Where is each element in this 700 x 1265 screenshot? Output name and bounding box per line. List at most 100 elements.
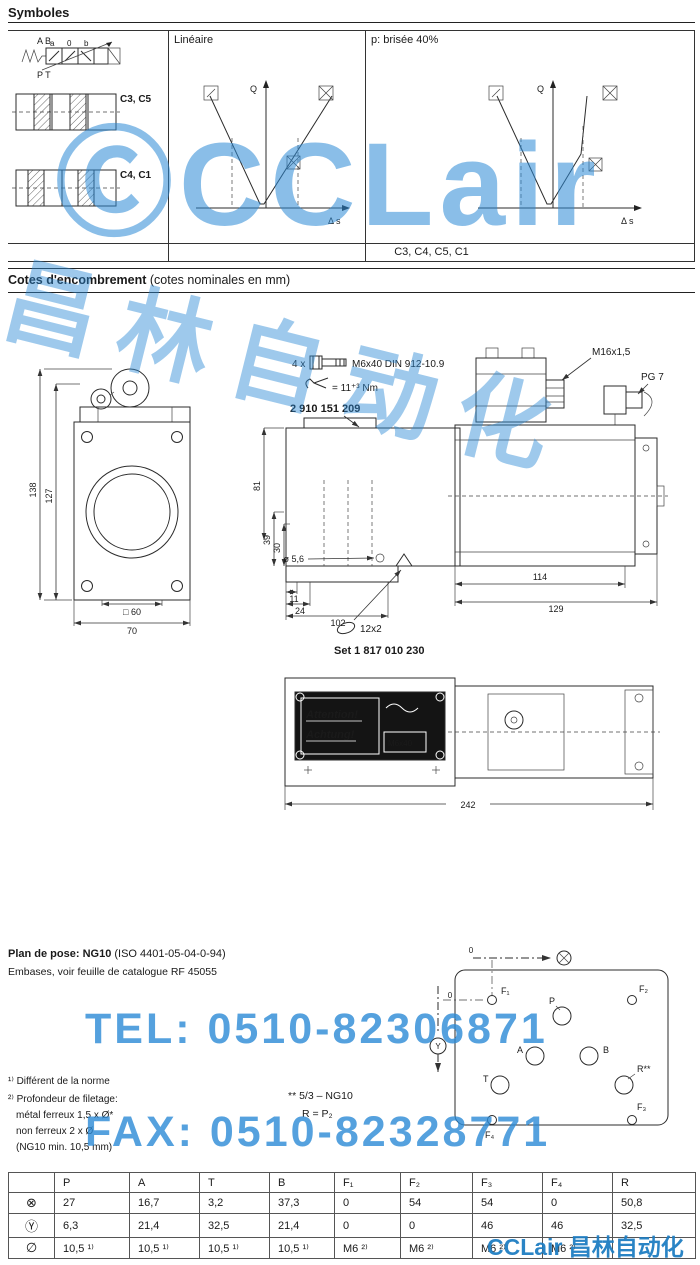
divider	[8, 292, 695, 293]
bolt-order-number: 2 910 151 209	[290, 403, 360, 415]
ports-bottom-label: P T	[37, 70, 51, 80]
symbols-table: Linéaire p: brisée 40% C3, C4, C5, C1 A …	[8, 30, 695, 262]
box-a-label: a	[50, 39, 55, 48]
box-0-label: 0	[67, 39, 72, 48]
footnote-2-line2: non ferreux 2 x Ø	[16, 1126, 94, 1137]
cell: 32,5	[199, 1213, 270, 1238]
footnote-2-title: ²⁾ Profondeur de filetage:	[8, 1094, 118, 1105]
port-t-label: T	[483, 1074, 489, 1084]
cell: 32,5	[612, 1213, 696, 1238]
solenoid-view-drawing: 114 129	[448, 347, 668, 614]
cell: 3,2	[199, 1192, 270, 1214]
row-label-x: ⊗	[8, 1192, 55, 1214]
dimension-drawings: 4 x M6x40 DIN 912-10.9 = 11⁺³ Nm 2 910 1…	[28, 347, 668, 810]
cell: 37,3	[269, 1192, 335, 1214]
dim-114: 114	[533, 572, 547, 582]
cell: 0	[334, 1192, 401, 1214]
mounting-pattern-drawing: 0 0 Y F₁ F₂ P A B T R** F₃ F₄	[429, 946, 669, 1140]
header-b: B	[269, 1172, 335, 1193]
dim-60: □ 60	[123, 607, 141, 617]
header-f1: F₁	[334, 1172, 401, 1193]
cell: 27	[54, 1192, 130, 1214]
table-header-row: P A T B F₁ F₂ F₃ F₄ R	[8, 1172, 696, 1193]
dim-102: 102	[330, 618, 345, 628]
footnote-2-line1: métal ferreux 1,5 x Ø*	[16, 1110, 114, 1121]
header-t: T	[199, 1172, 270, 1193]
divider	[168, 30, 169, 262]
dim-5-6: ø 5,6	[283, 554, 304, 564]
port-r-label: R**	[637, 1064, 651, 1074]
divider	[8, 22, 695, 23]
bottom-assembly-view: Attention! Achtung! M6x40 242	[284, 677, 660, 810]
note-r-p2: R = P₂	[302, 1108, 333, 1120]
header-f2: F₂	[400, 1172, 473, 1193]
dim-39: 39	[262, 535, 272, 545]
dim-138: 138	[28, 482, 38, 497]
plate-bolt-label: M6x40	[388, 739, 413, 748]
cotes-section-title: Cotes d'encombrement (cotes nominales en…	[8, 273, 290, 287]
y-axis-symbol: Y	[435, 1042, 441, 1051]
divider	[8, 268, 695, 269]
dim-11: 11	[289, 594, 298, 604]
port-f3-label: F₃	[637, 1102, 646, 1112]
footnote-1: ¹⁾ Différent de la norme	[8, 1076, 110, 1087]
cell: 16,7	[129, 1192, 200, 1214]
cell: M6 ²⁾	[400, 1237, 473, 1259]
bolt-qty-label: 4 x	[292, 359, 305, 370]
cell: 21,4	[129, 1213, 200, 1238]
bolt-callout: 4 x M6x40 DIN 912-10.9 = 11⁺³ Nm 2 910 1…	[290, 355, 445, 428]
cotes-title-bold: Cotes d'encombrement	[8, 273, 147, 287]
box-b-label: b	[84, 39, 89, 48]
side-view-drawing: 81 39 30 ø 5,6 11 24 102 12x2 Set	[252, 417, 461, 657]
s-axis-label: Δ s	[328, 216, 341, 226]
cell: M6 ²⁾	[334, 1237, 401, 1259]
broken-characteristic-graph: Q Δ s	[478, 80, 642, 226]
dim-242: 242	[460, 800, 475, 810]
plan-section-title: Plan de pose: NG10 (ISO 4401-05-04-0-94)	[8, 948, 226, 960]
front-view-drawing: 138 127 □ 60 70	[28, 368, 191, 636]
row-label-y: Ⓨ	[8, 1213, 55, 1238]
bolt-spec-label: M6x40 DIN 912-10.9	[352, 359, 445, 370]
dim-81: 81	[252, 481, 262, 491]
cell: 0	[334, 1213, 401, 1238]
header-r: R	[612, 1172, 696, 1193]
spool-section-c4c1	[12, 169, 120, 207]
port-f2-label: F₂	[639, 984, 648, 994]
port-f4-label: F₄	[485, 1130, 494, 1140]
cell: 10,5 ¹⁾	[199, 1237, 270, 1259]
table-row-y: Ⓨ 6,3 21,4 32,5 21,4 0 0 46 46 32,5	[8, 1213, 696, 1238]
cell: 10,5 ¹⁾	[269, 1237, 335, 1259]
row-label-diameter: ∅	[8, 1237, 55, 1259]
mounting-dimensions-table: P A T B F₁ F₂ F₃ F₄ R ⊗ 27 16,7 3,2 37,3…	[8, 1172, 696, 1259]
cotes-title-normal: (cotes nominales en mm)	[146, 273, 291, 287]
cell: 0	[400, 1213, 473, 1238]
cell: 46	[472, 1213, 543, 1238]
y-zero-label: 0	[448, 991, 453, 1000]
dim-30: 30	[272, 543, 282, 553]
symbols-footer-label: C3, C4, C5, C1	[394, 246, 469, 258]
cell: 21,4	[269, 1213, 335, 1238]
cell: 10,5 ¹⁾	[54, 1237, 130, 1259]
cell: 46	[542, 1213, 613, 1238]
dim-70: 70	[127, 626, 137, 636]
seal-set-number: Set 1 817 010 230	[334, 645, 425, 657]
gland-label: PG 7	[641, 372, 664, 383]
footnote-2-line3: (NG10 min. 10,5 mm)	[16, 1142, 113, 1153]
oring-icon	[336, 621, 356, 635]
spool-label-c3c5: C3, C5	[120, 94, 152, 105]
q-axis-label: Q	[537, 84, 544, 94]
column-header-broken: p: brisée 40%	[371, 34, 439, 46]
port-p-label: P	[549, 996, 555, 1006]
attention-label: Attention!	[305, 709, 358, 721]
table-row-diameter: ∅ 10,5 ¹⁾ 10,5 ¹⁾ 10,5 ¹⁾ 10,5 ¹⁾ M6 ²⁾ …	[8, 1237, 696, 1259]
symbols-table-border	[8, 30, 695, 262]
cell	[612, 1237, 696, 1259]
plan-title-normal: (ISO 4401-05-04-0-94)	[111, 948, 226, 960]
dim-127: 127	[44, 488, 54, 503]
linear-characteristic-graph: Q Δ s	[196, 80, 350, 226]
cell: M6 ²⁾	[542, 1237, 613, 1259]
cell: 0	[542, 1192, 613, 1214]
q-axis-label: Q	[250, 84, 257, 94]
port-f1-label: F₁	[501, 986, 510, 996]
table-row-x: ⊗ 27 16,7 3,2 37,3 0 54 54 0 50,8	[8, 1192, 696, 1214]
